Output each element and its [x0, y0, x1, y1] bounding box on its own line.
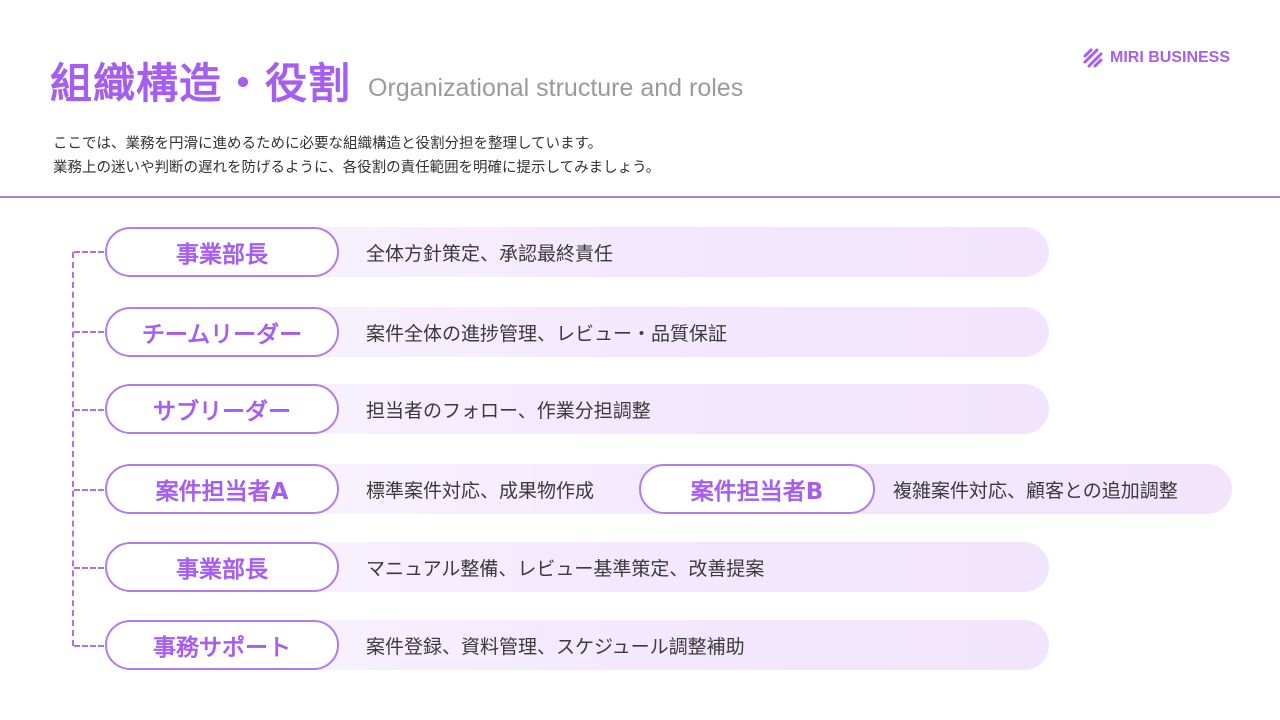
role-description: 全体方針策定、承認最終責任 [366, 242, 614, 265]
role-name-pill: 事業部長 [105, 542, 339, 592]
role-description: 標準案件対応、成果物作成 [366, 479, 595, 502]
tree-connector-branch [74, 331, 104, 333]
page-title: 組織構造・役割 [50, 59, 352, 108]
tree-connector-vertical [72, 252, 74, 646]
tree-connector-branch [74, 567, 104, 569]
role-description: 担当者のフォロー、作業分担調整 [366, 399, 651, 422]
role-name-pill: サブリーダー [105, 384, 339, 434]
role-description: 案件全体の進捗管理、レビュー・品質保証 [366, 322, 728, 345]
description-line-1: ここでは、業務を円滑に進めるために必要な組織構造と役割分担を整理しています。 [53, 136, 603, 152]
description: ここでは、業務を円滑に進めるために必要な組織構造と役割分担を整理しています。 業… [53, 132, 660, 180]
role-name-pill: 事業部長 [105, 227, 339, 277]
role-name-pill: チームリーダー [105, 307, 339, 357]
role-name-pill: 事務サポート [105, 620, 339, 670]
role-description: 案件登録、資料管理、スケジュール調整補助 [366, 635, 745, 658]
role-description: マニュアル整備、レビュー基準策定、改善提案 [366, 557, 765, 580]
role-name-pill: 案件担当者A [105, 464, 339, 514]
interlocked-stripes-logo-icon [1083, 48, 1103, 68]
page-subtitle: Organizational structure and roles [368, 74, 744, 102]
tree-connector-branch [74, 409, 104, 411]
header-divider [0, 196, 1280, 198]
tree-connector-branch [74, 489, 104, 491]
brand-logo: MIRI BUSINESS [1082, 46, 1230, 70]
role-description-secondary: 複雑案件対応、顧客との追加調整 [893, 479, 1178, 502]
tree-connector-branch [74, 645, 104, 647]
brand-name: MIRI BUSINESS [1110, 49, 1231, 66]
tree-connector-branch [74, 251, 104, 253]
role-name-pill-secondary: 案件担当者B [639, 464, 875, 514]
description-line-2: 業務上の迷いや判断の遅れを防げるように、各役割の責任範囲を明確に提示してみましょ… [53, 160, 661, 176]
